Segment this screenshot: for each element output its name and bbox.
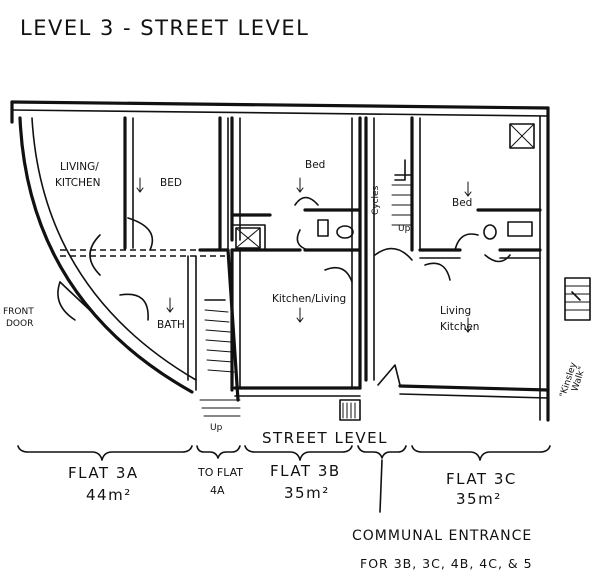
communal-entrance-flats: FOR 3B, 3C, 4B, 4C, & 5: [360, 556, 533, 571]
room-living-3c: Living: [440, 305, 471, 317]
label-front-door-line2: DOOR: [6, 319, 33, 329]
room-bed-3c: Bed: [452, 197, 472, 209]
flat-3a-area: 44m²: [86, 486, 132, 504]
flat-4a-stair-ref: 4A: [210, 484, 225, 497]
kinsley-walk-stair: [564, 277, 591, 321]
label-cycles: Cycles: [371, 185, 381, 215]
flat-3a-walls: [57, 116, 229, 391]
flat-4a-stair-name: TO FLAT: [197, 466, 243, 479]
flat-braces: [17, 445, 551, 513]
room-bed-3a: BED: [160, 177, 182, 189]
room-kitchen-living-3b: Kitchen/Living: [272, 293, 346, 305]
room-bath-3a: BATH: [157, 319, 185, 331]
communal-core: [339, 116, 421, 421]
outer-walls: [10, 100, 550, 422]
flat-3b-walls: [230, 116, 362, 392]
label-street-level: STREET LEVEL: [262, 429, 388, 447]
flat-3b-name: FLAT 3B: [270, 462, 341, 480]
room-bed-3b: Bed: [305, 159, 325, 171]
direction-arrows: [136, 177, 472, 333]
label-up-stair-4a: Up: [210, 423, 223, 433]
flat-3a-name: FLAT 3A: [68, 464, 139, 482]
flat-3c-name: FLAT 3C: [446, 470, 517, 488]
room-kitchen-3c: Kitchen: [440, 321, 479, 333]
label-up-cycles: Up.: [398, 224, 413, 234]
page-title: LEVEL 3 - STREET LEVEL: [20, 16, 309, 40]
flat-3b-area: 35m²: [284, 484, 330, 502]
flat-3c-area: 35m²: [456, 490, 502, 508]
room-living-kitchen-3a-line2: KITCHEN: [55, 177, 101, 189]
stair-to-flat-4a: [198, 248, 241, 417]
communal-entrance-title: COMMUNAL ENTRANCE: [352, 528, 532, 544]
label-front-door: FRONT: [3, 307, 34, 317]
flat-3c-walls: [418, 123, 542, 281]
room-living-kitchen-3a: LIVING/: [60, 161, 99, 173]
